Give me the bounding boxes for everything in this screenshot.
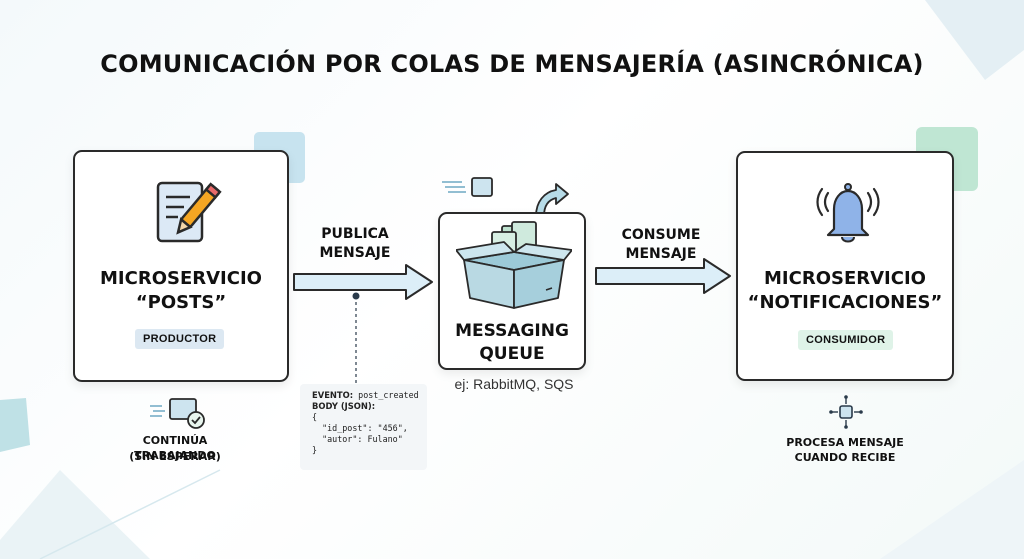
producer-title-line2: “POSTS” — [135, 292, 227, 313]
message-connector — [352, 292, 360, 384]
consumer-badge: CONSUMIDOR — [798, 330, 894, 350]
open-box-icon — [456, 221, 572, 309]
publish-arrow — [293, 264, 433, 300]
consume-arrow-label-line1: CONSUME — [621, 227, 701, 243]
processing-node-icon — [829, 395, 863, 429]
message-payload: EVENTO: post_created BODY (JSON): { "id_… — [300, 384, 427, 470]
consumer-title-line2: “NOTIFICACIONES” — [747, 292, 943, 313]
consumer-title-line1: MICROSERVICIO — [764, 268, 926, 289]
producer-badge: PRODUCTOR — [135, 329, 225, 349]
publish-arrow-label-line2: MENSAJE — [319, 245, 391, 261]
bell-icon — [816, 183, 880, 243]
consume-arrow-label-line2: MENSAJE — [625, 246, 697, 262]
flying-message-icon — [442, 177, 569, 217]
payload-line-id-post: "id_post": "456", — [312, 423, 408, 433]
queue-title-line1: MESSAGING — [455, 321, 569, 341]
producer-caption-line2: (SIN ESPERAR) — [129, 450, 221, 463]
monitor-check-icon — [150, 398, 205, 429]
producer-card: MICROSERVICIO “POSTS” PRODUCTOR — [73, 150, 289, 382]
consumer-caption-line2: CUANDO RECIBE — [794, 451, 896, 464]
payload-line-close-brace: } — [312, 445, 318, 455]
payload-line-open-brace: { — [312, 412, 318, 422]
consume-arrow — [595, 258, 731, 294]
producer-caption-line1: CONTINÚA TRABAJANDO — [134, 434, 216, 462]
consumer-caption-line1: PROCESA MENSAJE — [786, 436, 904, 449]
payload-line-body: BODY (JSON): — [312, 401, 376, 411]
queue-card: MESSAGING QUEUE — [438, 212, 586, 370]
queue-title-line2: QUEUE — [479, 344, 545, 364]
payload-line-event: EVENTO: post_created — [312, 390, 419, 400]
producer-title-line1: MICROSERVICIO — [100, 268, 262, 289]
pencil-note-icon — [156, 181, 222, 243]
payload-line-autor: "autor": Fulano" — [312, 434, 403, 444]
publish-arrow-label-line1: PUBLICA — [321, 226, 389, 242]
consumer-card: MICROSERVICIO “NOTIFICACIONES” CONSUMIDO… — [736, 151, 954, 381]
page-title: COMUNICACIÓN POR COLAS DE MENSAJERÍA (AS… — [100, 50, 924, 78]
queue-subtitle: ej: RabbitMQ, SQS — [454, 376, 574, 392]
